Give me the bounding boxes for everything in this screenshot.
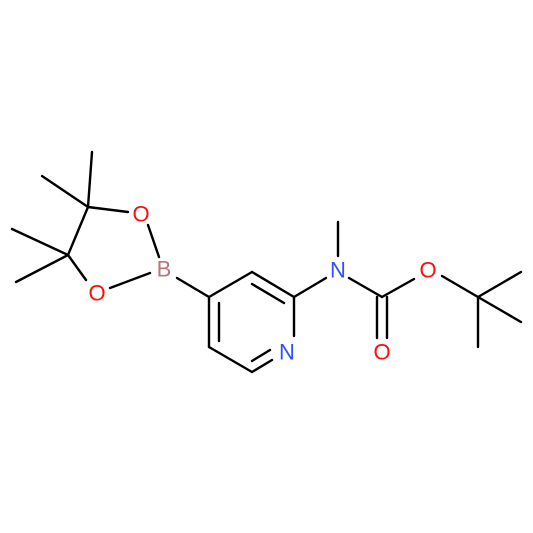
- bond-ring-carbon-carbon: [66, 205, 90, 257]
- bond-methyl-lower-b: [14, 253, 70, 284]
- bond-methyl-upper-a: [86, 150, 94, 209]
- bond-methyl-upper-b: [40, 174, 90, 209]
- bond-carbonyl-carbon-nitrogen: [347, 276, 384, 299]
- bond-tbu-c-oxygen: [440, 274, 480, 299]
- bond-oxygen-bottom-carbon: [66, 253, 88, 282]
- bond-nitrogen-pyridine: [292, 276, 328, 299]
- bond-methyl-lower-a: [10, 227, 70, 257]
- atom-label-layer: B O O N N O O: [88, 202, 436, 365]
- bond-oxygen-top-carbon: [86, 205, 130, 214]
- bond-tbu-c-methyl-upper: [476, 270, 523, 299]
- bond-ring-inner-c2-c3: [250, 282, 286, 305]
- atom-nitrogen-pyridine: N: [279, 340, 295, 365]
- atom-oxygen-ring-top: O: [132, 202, 149, 227]
- atom-boron: B: [157, 257, 172, 282]
- bond-ester-oxygen-carbonyl-carbon: [380, 277, 416, 299]
- atom-nitrogen-amine: N: [330, 258, 346, 283]
- bond-ring-boron: [175, 276, 211, 299]
- bond-ring-inner-c6-n1: [250, 348, 272, 363]
- atom-oxygen-carbonyl: O: [373, 340, 390, 365]
- bond-ring-c3-c4: [207, 270, 254, 299]
- bond-ring-c5-c6: [207, 345, 254, 374]
- bond-tbu-c-methyl-lower: [476, 295, 523, 324]
- bond-layer: [10, 150, 523, 374]
- atom-oxygen-ring-bottom: O: [88, 281, 105, 306]
- bond-boron-oxygen-top: [146, 223, 161, 259]
- bond-ring-c6-n1: [250, 358, 274, 374]
- bond-ring-c2-c3: [250, 270, 296, 299]
- bond-boron-oxygen-bottom: [108, 271, 152, 290]
- atom-oxygen-ester: O: [419, 258, 436, 283]
